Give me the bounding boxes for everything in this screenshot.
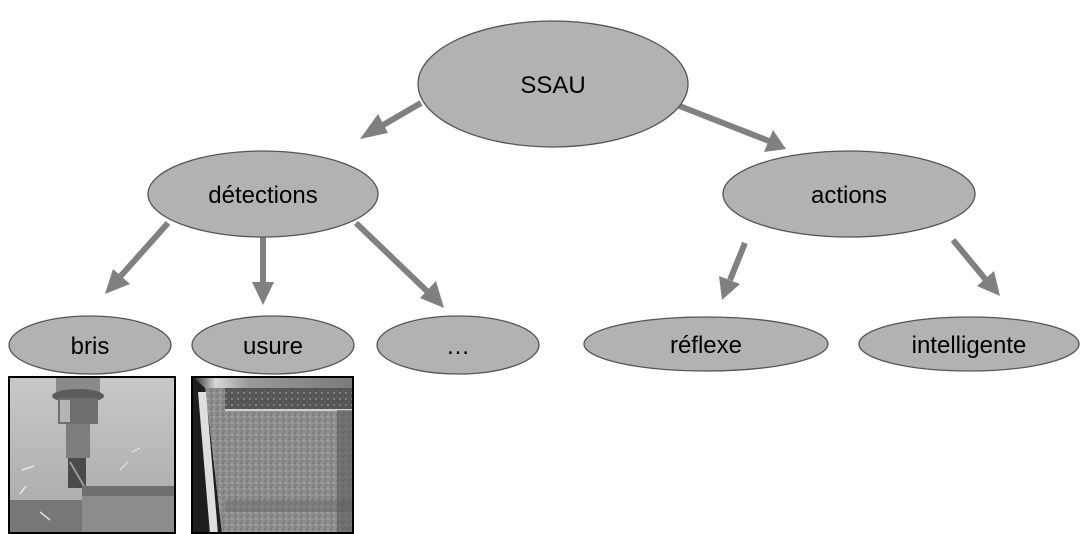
- node-intelligente-label: intelligente: [912, 332, 1027, 359]
- edge-actions-intelligente: [950, 238, 1000, 296]
- node-ssau: SSAU: [417, 20, 689, 148]
- node-ssau-label: SSAU: [520, 72, 585, 99]
- edge-actions-reflexe: [719, 241, 748, 300]
- node-bris-label: bris: [71, 333, 110, 360]
- node-usure: usure: [191, 315, 355, 375]
- node-intelligente: intelligente: [858, 316, 1080, 372]
- usure-photo: [191, 376, 354, 534]
- edge-ssau-actions: [675, 102, 786, 152]
- node-reflexe: réflexe: [583, 316, 829, 372]
- node-more-label: …: [446, 333, 470, 360]
- edge-detections-bris: [105, 221, 171, 294]
- node-bris: bris: [8, 315, 172, 375]
- node-more: …: [376, 315, 540, 375]
- edge-ssau-detections: [360, 100, 423, 139]
- node-usure-label: usure: [243, 333, 303, 360]
- node-reflexe-label: réflexe: [670, 332, 742, 359]
- edge-detections-more: [353, 220, 444, 308]
- node-detections-label: détections: [208, 182, 317, 209]
- node-actions-label: actions: [811, 182, 887, 209]
- node-actions: actions: [722, 150, 976, 238]
- edge-detections-usure: [252, 236, 274, 305]
- bris-photo: [8, 376, 176, 534]
- node-detections: détections: [147, 150, 379, 238]
